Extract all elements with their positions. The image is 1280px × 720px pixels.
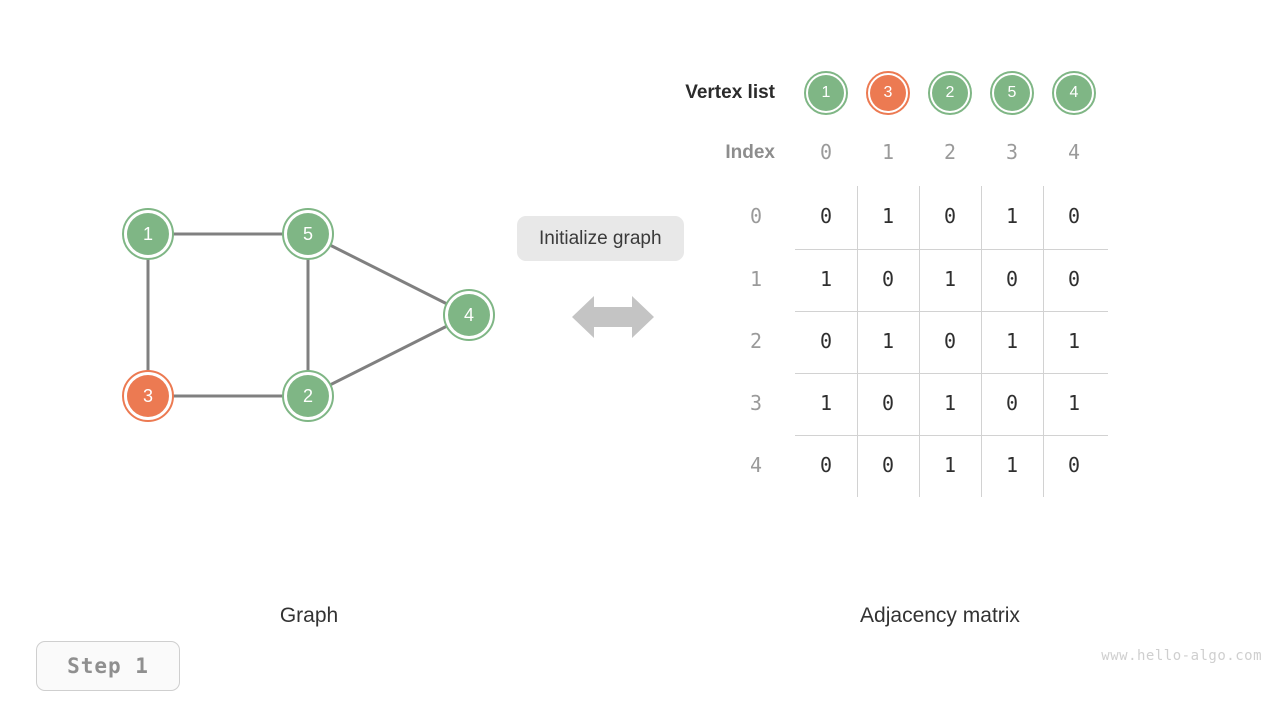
matrix-row-index-3: 3 xyxy=(749,391,763,415)
matrix-grid-vline xyxy=(1043,186,1044,497)
matrix-cell-4-1[interactable]: 0 xyxy=(881,453,895,477)
vertex-list-item-4[interactable]: 4 xyxy=(1052,71,1096,115)
vertex-list-item-3[interactable]: 5 xyxy=(990,71,1034,115)
index-cell-2: 2 xyxy=(943,140,957,164)
graph-node-5[interactable]: 5 xyxy=(282,208,334,260)
matrix-cell-1-4[interactable]: 0 xyxy=(1067,267,1081,291)
vertex-list-item-label: 5 xyxy=(994,75,1030,111)
matrix-row-index-1: 1 xyxy=(749,267,763,291)
matrix-cell-4-4[interactable]: 0 xyxy=(1067,453,1081,477)
matrix-cell-3-0[interactable]: 1 xyxy=(819,391,833,415)
matrix-grid-hline xyxy=(795,311,1108,312)
matrix-grid-vline xyxy=(919,186,920,497)
matrix-cell-3-4[interactable]: 1 xyxy=(1067,391,1081,415)
matrix-cell-4-0[interactable]: 0 xyxy=(819,453,833,477)
graph-node-label: 1 xyxy=(127,213,169,255)
matrix-cell-3-1[interactable]: 0 xyxy=(881,391,895,415)
matrix-grid-hline xyxy=(795,373,1108,374)
matrix-cell-2-2[interactable]: 0 xyxy=(943,329,957,353)
graph-node-4[interactable]: 4 xyxy=(443,289,495,341)
graph-caption: Graph xyxy=(279,604,339,627)
graph-node-3[interactable]: 3 xyxy=(122,370,174,422)
graph-edge xyxy=(306,313,471,398)
graph-node-2[interactable]: 2 xyxy=(282,370,334,422)
vertex-list-item-label: 1 xyxy=(808,75,844,111)
vertex-list-item-1[interactable]: 3 xyxy=(866,71,910,115)
matrix-cell-3-2[interactable]: 1 xyxy=(943,391,957,415)
matrix-grid-vline xyxy=(857,186,858,497)
matrix-cell-2-1[interactable]: 1 xyxy=(881,329,895,353)
double-headed-arrow-icon xyxy=(572,296,654,338)
matrix-row-index-4: 4 xyxy=(749,453,763,477)
matrix-cell-0-0[interactable]: 0 xyxy=(819,204,833,228)
index-cell-1: 1 xyxy=(881,140,895,164)
vertex-list-label: Vertex list xyxy=(685,82,775,103)
watermark: www.hello-algo.com xyxy=(1101,648,1262,664)
vertex-list-item-label: 4 xyxy=(1056,75,1092,111)
matrix-cell-4-3[interactable]: 1 xyxy=(1005,453,1019,477)
matrix-cell-2-4[interactable]: 1 xyxy=(1067,329,1081,353)
vertex-list-item-0[interactable]: 1 xyxy=(804,71,848,115)
matrix-cell-1-1[interactable]: 0 xyxy=(881,267,895,291)
matrix-cell-2-3[interactable]: 1 xyxy=(1005,329,1019,353)
matrix-grid-hline xyxy=(795,248,1108,250)
index-cell-0: 0 xyxy=(819,140,833,164)
matrix-grid-vline xyxy=(981,186,982,497)
matrix-grid-hline xyxy=(795,435,1108,436)
vertex-list-item-label: 2 xyxy=(932,75,968,111)
matrix-cell-3-3[interactable]: 0 xyxy=(1005,391,1019,415)
graph-node-label: 5 xyxy=(287,213,329,255)
vertex-list-item-2[interactable]: 2 xyxy=(928,71,972,115)
index-cell-4: 4 xyxy=(1067,140,1081,164)
matrix-row-index-2: 2 xyxy=(749,329,763,353)
step-badge: Step 1 xyxy=(36,641,180,691)
matrix-cell-0-4[interactable]: 0 xyxy=(1067,204,1081,228)
matrix-cell-2-0[interactable]: 0 xyxy=(819,329,833,353)
graph-node-1[interactable]: 1 xyxy=(122,208,174,260)
matrix-cell-0-3[interactable]: 1 xyxy=(1005,204,1019,228)
matrix-row-index-0: 0 xyxy=(749,204,763,228)
matrix-cell-1-3[interactable]: 0 xyxy=(1005,267,1019,291)
index-cell-3: 3 xyxy=(1005,140,1019,164)
matrix-cell-0-1[interactable]: 1 xyxy=(881,204,895,228)
index-label: Index xyxy=(725,142,775,163)
matrix-caption: Adjacency matrix xyxy=(860,604,1020,627)
matrix-cell-1-0[interactable]: 1 xyxy=(819,267,833,291)
graph-node-label: 2 xyxy=(287,375,329,417)
matrix-cell-1-2[interactable]: 1 xyxy=(943,267,957,291)
operation-label: Initialize graph xyxy=(517,216,684,261)
graph-node-label: 3 xyxy=(127,375,169,417)
matrix-cell-0-2[interactable]: 0 xyxy=(943,204,957,228)
vertex-list-item-label: 3 xyxy=(870,75,906,111)
graph-node-label: 4 xyxy=(448,294,490,336)
matrix-cell-4-2[interactable]: 1 xyxy=(943,453,957,477)
